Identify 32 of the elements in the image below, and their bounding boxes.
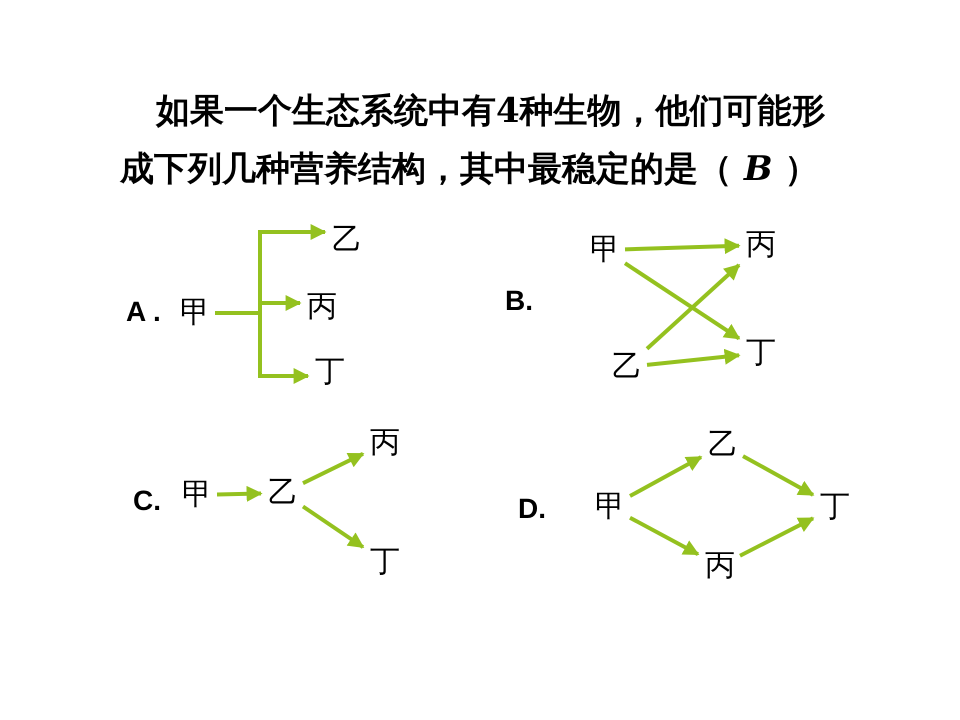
arrow (646, 264, 740, 350)
organism-label: 乙 (612, 352, 642, 382)
arrow (302, 504, 364, 549)
option-letter: C. (133, 485, 161, 517)
arrow (739, 516, 814, 558)
organism-label: 乙 (268, 478, 298, 508)
organism-label: 丁 (370, 547, 400, 577)
option-letter: D. (518, 493, 546, 525)
organism-label: 乙 (332, 225, 362, 255)
organism-label: 丁 (820, 492, 850, 522)
organism-label: 甲 (590, 235, 620, 265)
option-letter: A . (126, 296, 161, 328)
arrow (629, 516, 700, 556)
organism-label: 丙 (746, 230, 776, 260)
organism-label: 丙 (307, 292, 337, 322)
arrow (624, 238, 741, 254)
question-text: 如果一个生态系统中有4种生物，他们可能形成下列几种营养结构，其中最稳定的是（ B ） (120, 90, 827, 191)
organism-label: 丁 (315, 357, 345, 387)
organism-label: 丁 (746, 338, 776, 368)
arrow (302, 452, 364, 485)
arrow (629, 455, 702, 498)
organism-label: 丙 (370, 428, 400, 458)
organism-label: 甲 (180, 298, 210, 328)
arrow (216, 486, 263, 502)
arrow (742, 454, 814, 497)
organism-label: 甲 (182, 480, 212, 510)
option-letter: B. (505, 285, 533, 317)
arrow (624, 262, 740, 340)
organism-label: 甲 (595, 492, 625, 522)
organism-label: 乙 (708, 430, 738, 460)
organism-label: 丙 (705, 551, 735, 581)
arrow (646, 348, 741, 367)
